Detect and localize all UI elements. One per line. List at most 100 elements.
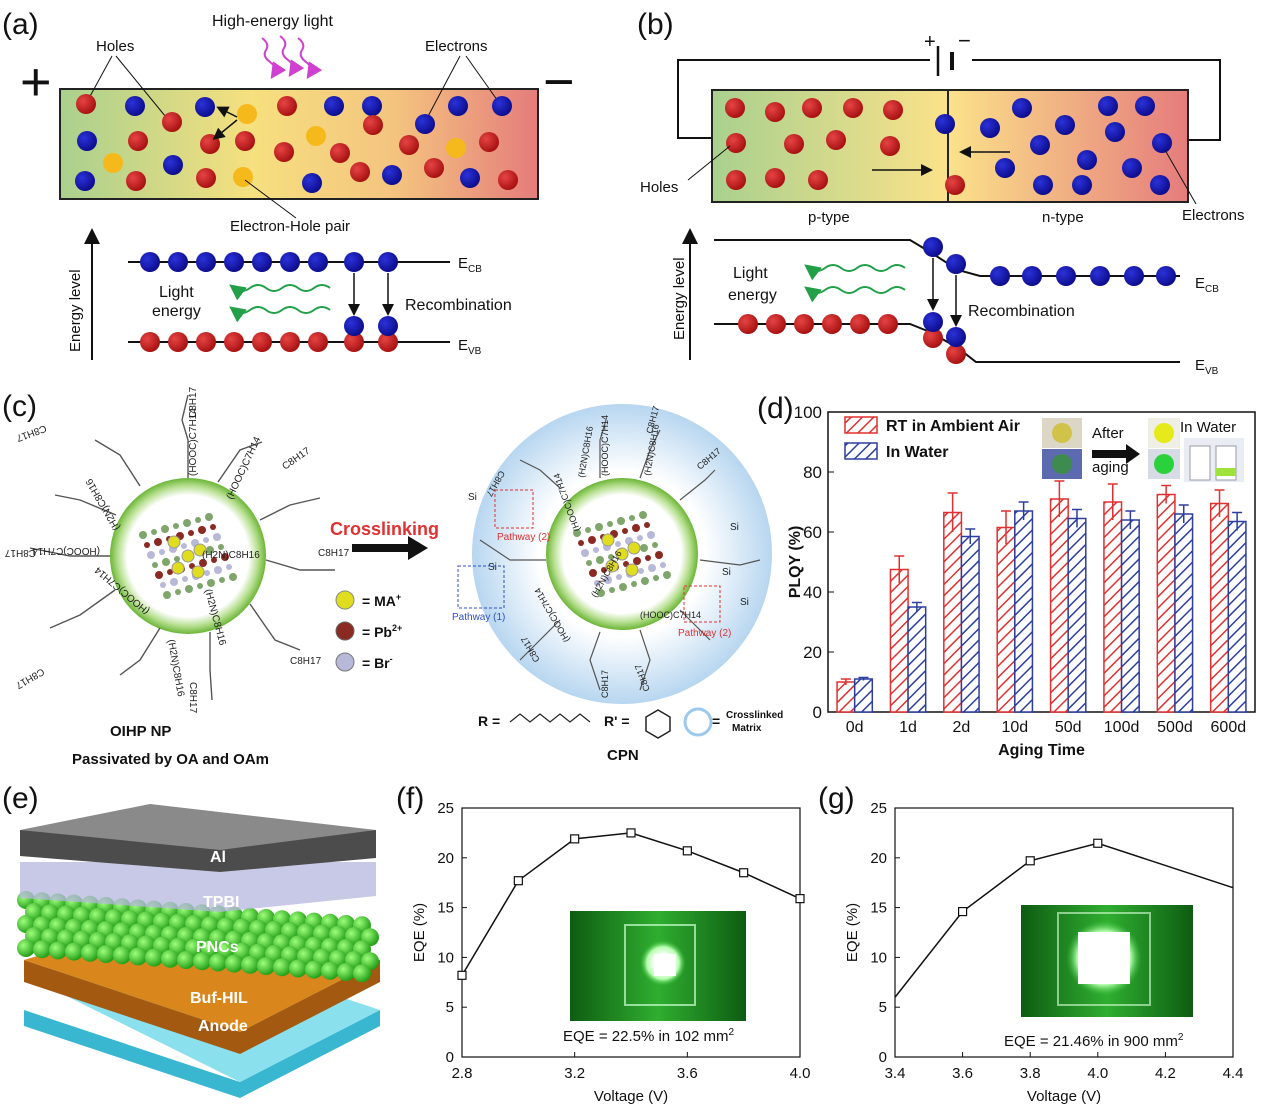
x-tick-label: 4.2: [1155, 1065, 1176, 1082]
lattice-atom: [632, 524, 640, 532]
x-tick-label: 600d: [1211, 719, 1247, 736]
layer-label-tpbi: TPBI: [203, 894, 239, 911]
bar-ambient-air: [889, 568, 909, 713]
electron-hole-pair-label: Electron-Hole pair: [230, 218, 350, 235]
buf-hil-layer: [24, 960, 380, 1054]
panel-g-letter: (g): [818, 782, 855, 815]
lattice-atom: [183, 519, 191, 527]
eqe-data-point: [513, 876, 523, 886]
electron-dot: [1012, 98, 1032, 118]
electrons-label: Electrons: [1182, 207, 1245, 224]
energy-axis-label: Energy level: [671, 257, 688, 340]
nanocrystal-ball: [241, 955, 259, 974]
lattice-atom: [638, 568, 644, 574]
electron-dot: [378, 252, 398, 272]
recombined-electron-dot: [344, 316, 364, 336]
pair-pointer-line: [244, 179, 297, 219]
bar-ambient-air: [1156, 493, 1176, 713]
inset-film-water-before: [1052, 454, 1072, 474]
eqe-data-point: [1025, 856, 1035, 866]
conduction-band-curve: [714, 239, 1180, 277]
device-substrate-outline: [1057, 912, 1151, 1006]
y-tick-label: 20: [870, 850, 887, 867]
electron-dot: [362, 96, 382, 116]
hole-dot: [726, 170, 746, 190]
x-tick-label: 3.6: [952, 1065, 973, 1082]
emitting-pixel-core: [1078, 932, 1130, 984]
r-group-structure: [509, 713, 591, 723]
electron-dot: [1098, 96, 1118, 116]
y-tick-label: 5: [879, 999, 887, 1016]
nanocrystal-ball: [273, 958, 291, 977]
nanocrystal-ball: [193, 952, 211, 971]
lattice-atom: [594, 580, 600, 586]
electron-dot: [1122, 158, 1142, 178]
electron-dot: [168, 252, 188, 272]
ma-ion: [625, 563, 639, 577]
x-tick-label: 4.0: [1087, 1065, 1108, 1082]
si-label: Si: [468, 492, 477, 503]
hole-dot: [140, 332, 160, 352]
lattice-atom: [617, 517, 625, 525]
electron-dot: [280, 252, 300, 272]
lattice-atom: [588, 536, 596, 544]
separation-arrow: [216, 106, 238, 118]
bar-ambient-air: [1209, 502, 1230, 713]
lattice-atom: [210, 524, 216, 530]
layer-label-buf-hil: Buf-HIL: [190, 990, 248, 1007]
vial-film: [1216, 468, 1236, 476]
x-tick-label: 4.0: [790, 1065, 811, 1082]
x-tick-label: 100d: [1104, 719, 1140, 736]
chart-f-device-photo: [570, 911, 746, 1021]
legend-swatch: [844, 442, 878, 460]
panel-f-letter: (f): [396, 782, 424, 815]
electron-dot: [1150, 175, 1170, 195]
lattice-atom: [161, 525, 169, 533]
nanocrystal-ball: [49, 941, 67, 960]
lattice-atom: [160, 582, 166, 588]
lattice-atom: [221, 553, 229, 561]
electron-dot: [935, 114, 955, 134]
hole-dot: [168, 332, 188, 352]
bar-ambient-air: [836, 681, 856, 713]
nanocrystal-ball: [129, 947, 147, 966]
lattice-atom: [619, 583, 627, 591]
y-tick-label: 10: [870, 949, 887, 966]
electron-dot: [125, 96, 145, 116]
y-tick-label: 25: [437, 800, 454, 817]
recombined-electron-dot: [946, 327, 966, 347]
lattice-atom: [655, 551, 663, 559]
chart-g-device-photo: [1021, 905, 1193, 1017]
matrix-equals: =: [712, 713, 720, 729]
si-label: Si: [730, 522, 739, 533]
lattice-atom: [144, 542, 150, 548]
lattice-atom: [207, 579, 215, 587]
ligand-label: (HOOC)C7H14: [600, 415, 610, 476]
ligand-label: C8H17: [187, 682, 198, 714]
holes-pointer-line: [87, 55, 113, 101]
ligand-label: C8H17: [318, 548, 350, 559]
hole-dot: [280, 332, 300, 352]
hole-dot: [945, 175, 965, 195]
ligand-label: C8H17: [600, 670, 610, 698]
lattice-atom: [195, 517, 201, 523]
hole-dot: [399, 135, 419, 155]
evb-label: EVB: [458, 337, 482, 357]
lattice-atom: [629, 515, 635, 521]
recombination-label: Recombination: [968, 303, 1075, 320]
x-tick-label: 0d: [846, 719, 864, 736]
separation-arrow: [212, 119, 238, 140]
nanocrystal-ball: [17, 939, 35, 957]
matrix-label-line1: Crosslinked: [726, 710, 783, 721]
crosslinking-label: Crosslinking: [330, 519, 439, 539]
electron-dot: [1156, 266, 1176, 286]
x-axis-label: Aging Time: [998, 742, 1085, 759]
hole-dot: [765, 102, 785, 122]
battery-plus-sign: +: [924, 31, 936, 53]
electron-hole-pair-dot: [306, 126, 326, 146]
inset-after-label: After: [1092, 425, 1124, 442]
ma-ion: [193, 543, 207, 557]
band-electrons-a: [140, 252, 398, 352]
ligand-label: (HOOC)C7H14: [32, 545, 100, 556]
hole-dot: [784, 134, 804, 154]
